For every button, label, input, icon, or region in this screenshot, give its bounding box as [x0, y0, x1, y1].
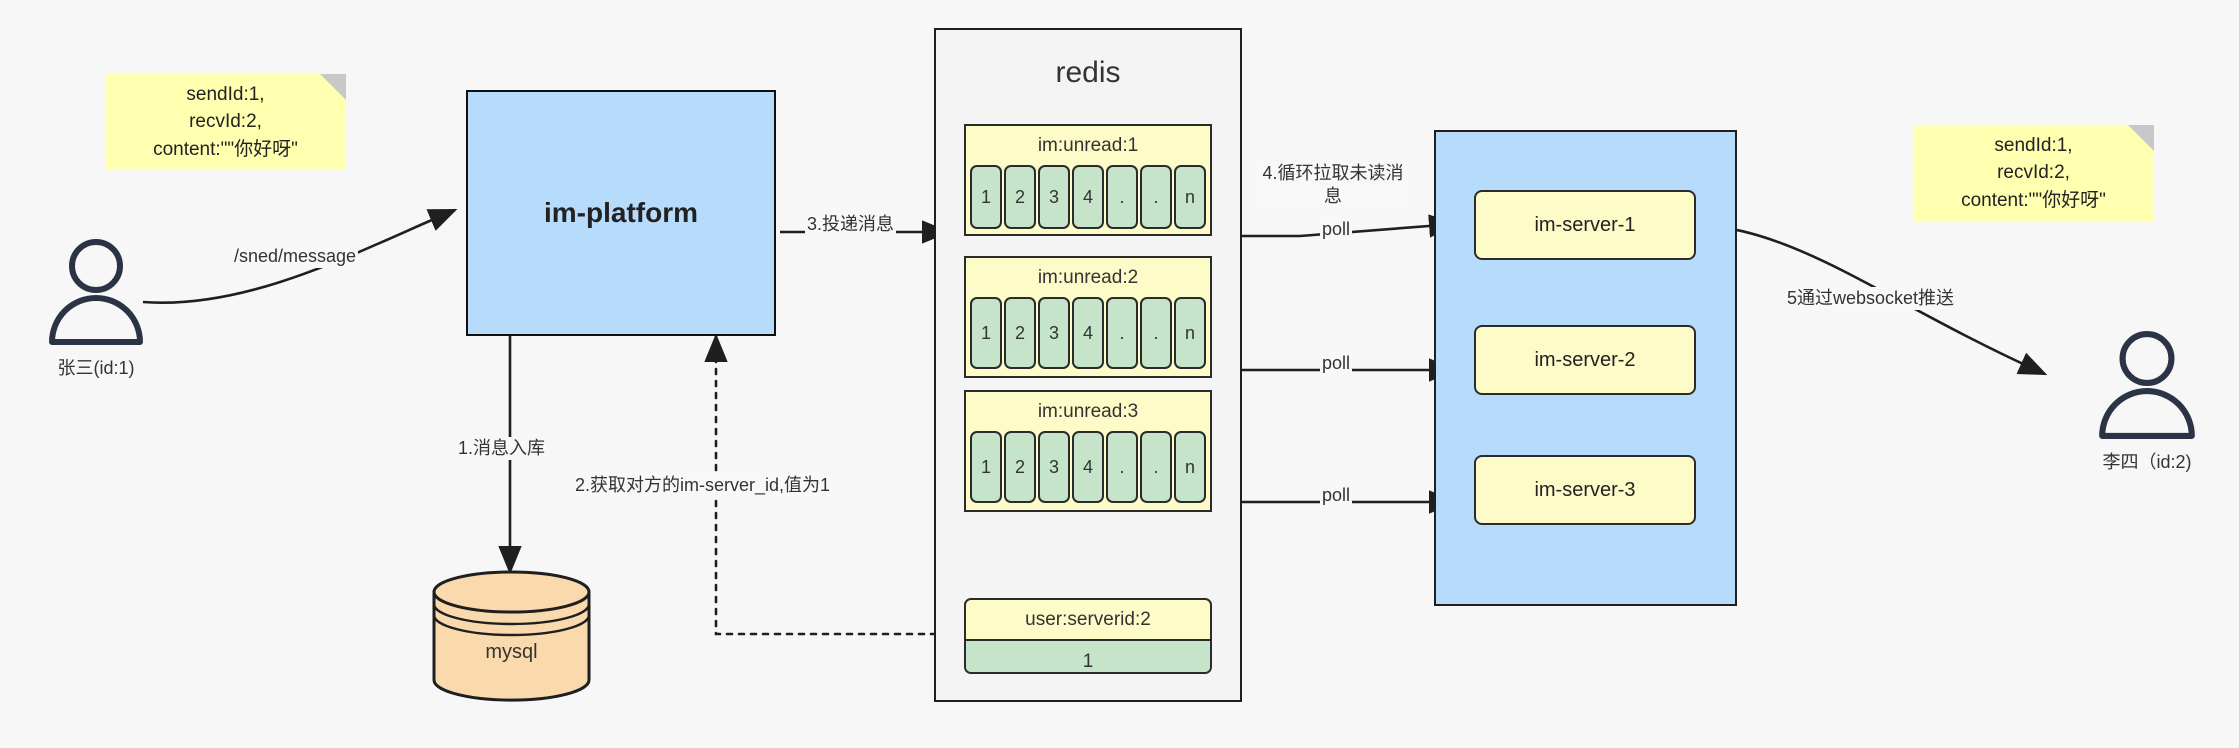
list-cell: 3: [1038, 431, 1070, 503]
database-cylinder-icon: [432, 570, 591, 702]
edge-label-step1: 1.消息入库: [456, 437, 548, 460]
edge-label-poll-1: poll: [1320, 218, 1353, 241]
list-cell: .: [1140, 431, 1172, 503]
mysql-label: mysql: [485, 641, 538, 664]
im-server-2-label: im-server-2: [1534, 348, 1636, 371]
redis-list-1-cells: 1 2 3 4 . . n: [966, 165, 1210, 233]
mysql-node[interactable]: mysql: [430, 570, 593, 702]
redis-list-3-cells: 1 2 3 4 . . n: [966, 431, 1210, 507]
redis-list-3-key: im:unread:3: [1037, 401, 1139, 422]
note-left: sendId:1, recvId:2, content:""你好呀": [105, 74, 346, 170]
note-fold-icon: [320, 74, 346, 100]
list-cell: 4: [1072, 431, 1104, 503]
list-cell: 2: [1004, 165, 1036, 229]
redis-list-im-unread-2[interactable]: im:unread:2 1 2 3 4 . . n: [964, 256, 1212, 378]
redis-list-2-key: im:unread:2: [1037, 267, 1139, 288]
redis-list-2-cells: 1 2 3 4 . . n: [966, 297, 1210, 373]
im-server-2-box[interactable]: im-server-2: [1474, 325, 1696, 395]
list-cell: 1: [970, 431, 1002, 503]
redis-list-im-unread-3[interactable]: im:unread:3 1 2 3 4 . . n: [964, 390, 1212, 512]
list-cell: .: [1106, 297, 1138, 369]
person-icon: [49, 239, 143, 345]
im-server-1-box[interactable]: im-server-1: [1474, 190, 1696, 260]
redis-kv-key: user:serverid:2: [1025, 609, 1151, 630]
actor-right: 李四（id:2): [2082, 330, 2212, 474]
actor-left: 张三(id:1): [36, 238, 156, 380]
list-cell: 1: [970, 297, 1002, 369]
list-cell: .: [1106, 431, 1138, 503]
im-server-3-box[interactable]: im-server-3: [1474, 455, 1696, 525]
redis-list-im-unread-1[interactable]: im:unread:1 1 2 3 4 . . n: [964, 124, 1212, 236]
note-left-text: sendId:1, recvId:2, content:""你好呀": [153, 83, 298, 160]
list-cell: 3: [1038, 297, 1070, 369]
edge-label-step3: 3.投递消息: [805, 213, 897, 236]
note-right: sendId:1, recvId:2, content:""你好呀": [1913, 125, 2154, 221]
redis-title: redis: [1055, 56, 1121, 89]
list-cell: .: [1140, 165, 1172, 229]
note-right-text: sendId:1, recvId:2, content:""你好呀": [1961, 134, 2106, 211]
im-server-3-label: im-server-3: [1534, 478, 1636, 501]
edge-label-step2: 2.获取对方的im-server_id,值为1: [573, 474, 833, 497]
list-cell: 2: [1004, 431, 1036, 503]
edge-label-poll-3: poll: [1320, 484, 1353, 507]
edge-label-send-message: /sned/message: [232, 245, 359, 268]
actor-right-label: 李四（id:2): [2102, 452, 2192, 472]
im-platform-label: im-platform: [544, 197, 698, 228]
list-cell: .: [1140, 297, 1172, 369]
edge-label-step4: 4.循环拉取未读消息: [1256, 162, 1410, 207]
list-cell: 3: [1038, 165, 1070, 229]
list-cell: 1: [970, 165, 1002, 229]
redis-kv-value: 1: [966, 639, 1210, 672]
list-cell: n: [1174, 431, 1206, 503]
list-cell: 4: [1072, 297, 1104, 369]
edge-label-step5: 5通过websocket推送: [1785, 287, 1957, 310]
list-cell: 4: [1072, 165, 1104, 229]
list-cell: n: [1174, 165, 1206, 229]
redis-kv-user-serverid-2[interactable]: user:serverid:2 1: [964, 598, 1212, 674]
list-cell: 2: [1004, 297, 1036, 369]
im-server-1-label: im-server-1: [1534, 213, 1636, 236]
redis-list-1-key: im:unread:1: [1037, 135, 1139, 156]
person-icon: [2099, 331, 2195, 439]
list-cell: n: [1174, 297, 1206, 369]
actor-left-label: 张三(id:1): [57, 358, 135, 378]
list-cell: .: [1106, 165, 1138, 229]
note-fold-icon: [2128, 125, 2154, 151]
edge-label-poll-2: poll: [1320, 352, 1353, 375]
im-platform-box[interactable]: im-platform: [466, 90, 776, 336]
